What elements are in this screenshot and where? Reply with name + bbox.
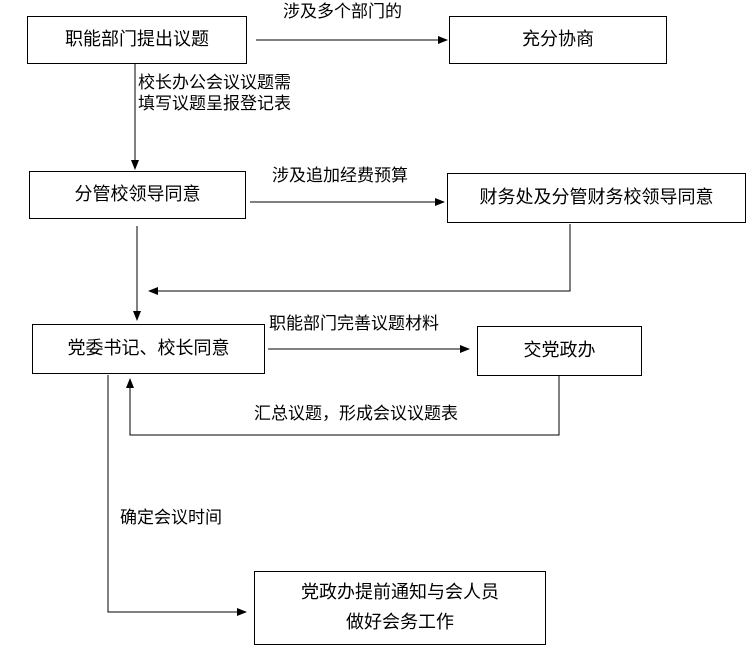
- label-meeting-time: 确定会议时间: [120, 508, 222, 528]
- box-notify-attendees: 党政办提前通知与会人员 做好会务工作: [254, 571, 546, 645]
- label-budget: 涉及追加经费预算: [272, 166, 408, 186]
- label-summarize-agenda: 汇总议题，形成会议议题表: [254, 404, 458, 424]
- box-finance-approval: 财务处及分管财务校领导同意: [447, 173, 746, 223]
- box-notify-line1: 党政办提前通知与会人员: [301, 582, 499, 603]
- box-department-proposal: 职能部门提出议题: [27, 16, 247, 64]
- arrow-b4-return: [148, 224, 571, 295]
- box-notify-line2: 做好会务工作: [346, 612, 454, 633]
- label-registration-form: 校长办公会议议题需 填写议题呈报登记表: [138, 73, 291, 115]
- box-leader-approval: 分管校领导同意: [29, 171, 246, 219]
- box-secretary-president-approval: 党委书记、校长同意: [32, 324, 265, 374]
- arrow-b6-return: [126, 375, 560, 436]
- box-party-office: 交党政办: [477, 326, 642, 376]
- arrow-b5-to-b7: [107, 375, 247, 616]
- box-consultation: 充分协商: [449, 16, 667, 64]
- label-multi-department: 涉及多个部门的: [283, 2, 402, 22]
- label-registration-line1: 校长办公会议议题需: [138, 73, 291, 93]
- label-registration-line2: 填写议题呈报登记表: [138, 94, 291, 114]
- label-improve-materials: 职能部门完善议题材料: [269, 314, 439, 334]
